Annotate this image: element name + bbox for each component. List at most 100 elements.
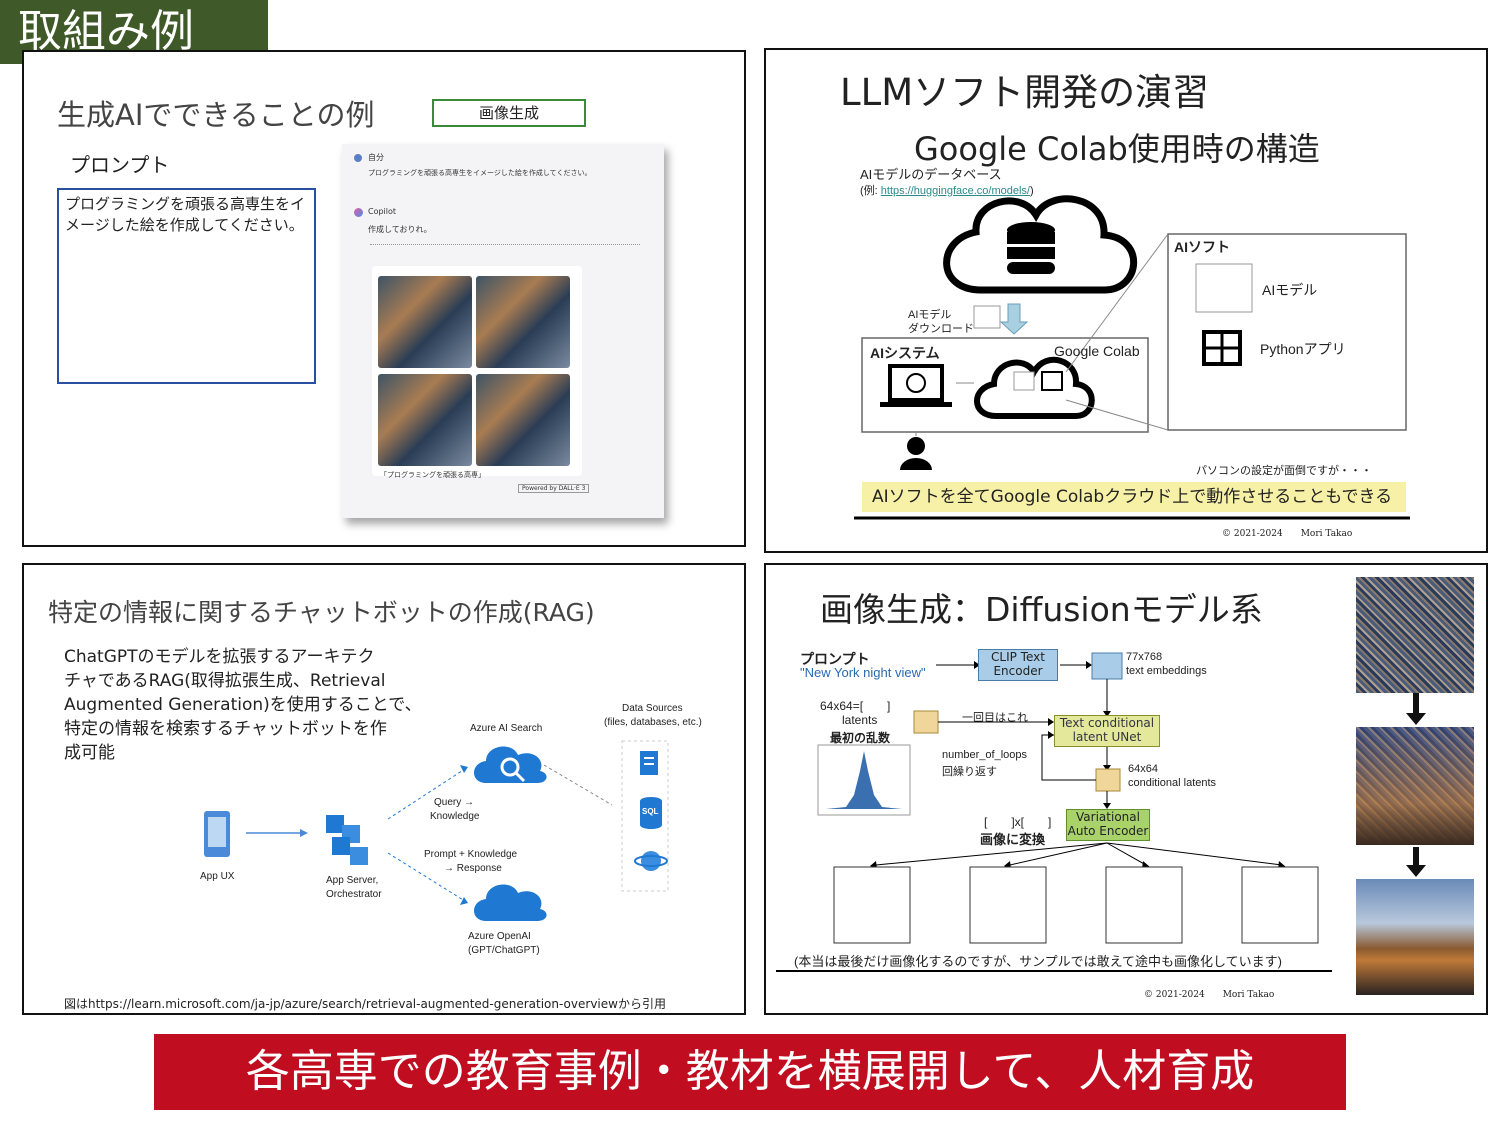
panel3-title: 特定の情報に関するチャットボットの作成(RAG)	[48, 598, 595, 627]
copilot-logo-icon	[354, 208, 363, 217]
vae-box: Variational Auto Encoder	[1066, 809, 1150, 841]
unet-label-2: latent UNet	[1072, 730, 1142, 744]
image-gen-badge: 画像生成	[432, 99, 586, 127]
cloud-database-icon	[943, 195, 1138, 294]
generated-image-4[interactable]	[476, 374, 570, 466]
panel2-subtitle: Google Colab使用時の構造	[914, 130, 1320, 168]
panel-diffusion: 画像生成：Diffusionモデル系	[764, 563, 1488, 1015]
diffusion-note: (本当は最後だけ画像化するのですが、サンプルでは敢えて途中も画像化しています)	[794, 954, 1282, 969]
laptop-icon	[880, 364, 952, 407]
footer-banner: 各高専での教育事例・教材を横展開して、人材育成	[154, 1034, 1346, 1110]
ai-system-label: AIシステム	[870, 345, 940, 361]
chat-bot-name: Copilot	[368, 207, 397, 216]
data-sources-label-2: (files, databases, etc.)	[604, 717, 702, 728]
query-label-2: Knowledge	[430, 811, 480, 822]
query-label-1: Query →	[434, 797, 475, 808]
sql-database-icon	[640, 797, 662, 829]
download-label-2: ダウンロード	[908, 323, 974, 335]
convert-label-2: 画像に変換	[980, 832, 1046, 847]
azure-search-label: Azure AI Search	[470, 723, 543, 734]
generated-image-3[interactable]	[378, 374, 472, 466]
noise-image-step-2	[1356, 727, 1474, 845]
panel-rag: 特定の情報に関するチャットボットの作成(RAG) ChatGPTのモデルを拡張す…	[22, 563, 746, 1015]
google-colab-label: Google Colab	[1054, 343, 1140, 359]
rag-line-2: チャであるRAG(取得拡張生成、Retrieval	[64, 671, 386, 691]
final-image-mountain	[1356, 879, 1474, 995]
rag-description: ChatGPTのモデルを拡張するアーキテク チャであるRAG(取得拡張生成、Re…	[64, 645, 422, 765]
embedding-label-1: 77x768	[1126, 651, 1163, 663]
panel2-title: LLMソフト開発の演習	[840, 71, 1210, 114]
cosmos-db-icon	[634, 851, 668, 871]
powered-by-dalle: Powered by DALL·E 3	[518, 484, 590, 493]
prompt-box: プログラミングを頑張る高専生をイメージした絵を作成してください。	[57, 188, 316, 384]
azure-openai-label-1: Azure OpenAI	[468, 931, 531, 942]
prompt-knowledge-1: Prompt + Knowledge	[424, 849, 518, 860]
panel4-copyright: © 2021-2024 Mori Takao	[1144, 990, 1275, 1000]
azure-openai-cloud-icon	[474, 884, 547, 921]
chat-user-message: プログラミングを頑張る高専生をイメージした絵を作成してください。	[368, 169, 592, 177]
clip-encoder-box: CLIP Text Encoder	[978, 649, 1058, 681]
vae-label-1: Variational	[1076, 810, 1140, 824]
generated-image-2[interactable]	[476, 276, 570, 368]
panel-generative-ai: 生成AIでできることの例 画像生成 プロンプト プログラミングを頑張る高専生をイ…	[22, 50, 746, 547]
generated-image-1[interactable]	[378, 276, 472, 368]
user-avatar-icon	[354, 154, 362, 162]
prompt-knowledge-2: → Response	[444, 863, 502, 874]
app-server-label-1: App Server,	[326, 875, 379, 886]
download-label-1: AIモデル	[908, 309, 952, 321]
calculator-icon	[1202, 330, 1242, 366]
loops-label-2: 回繰り返す	[942, 766, 997, 778]
ai-soft-label: AIソフト	[1174, 239, 1230, 255]
setup-note: パソコンの設定が面倒ですが・・・	[1196, 465, 1372, 477]
conditional-label-1: 64x64	[1128, 763, 1158, 775]
image-grid	[372, 266, 582, 476]
db-example: (例: https://huggingface.co/models/)	[860, 182, 1034, 198]
clip-label-1: CLIP Text	[991, 650, 1045, 664]
rag-line-5: 成可能	[64, 743, 115, 763]
unet-box: Text conditional latent UNet	[1054, 715, 1160, 747]
chat-user-name: 自分	[368, 153, 384, 162]
azure-search-cloud-icon	[474, 746, 547, 783]
latents-label-3: 最初の乱数	[830, 731, 891, 745]
rag-line-3: Augmented Generation)を使用することで、	[64, 695, 422, 715]
huggingface-link[interactable]: https://huggingface.co/models/	[880, 185, 1030, 197]
azure-openai-label-2: (GPT/ChatGPT)	[468, 945, 540, 956]
user-icon	[900, 437, 932, 470]
unet-label-1: Text conditional	[1059, 716, 1155, 730]
latents-label-1: 64x64=[ ]	[820, 699, 891, 713]
panel4-title: 画像生成：Diffusionモデル系	[820, 590, 1263, 629]
latents-label-2: latents	[842, 713, 878, 727]
first-pass-label: 一回目はこれ	[962, 712, 1028, 724]
ai-model-label: AIモデル	[1262, 282, 1318, 298]
loops-label-1: number_of_loops	[942, 749, 1028, 761]
noise-image-step-1	[1356, 577, 1474, 693]
convert-label-1: [ ]x[ ]	[984, 815, 1052, 829]
panel-llm-dev: LLMソフト開発の演習 Google Colab使用時の構造 AIモデルのデータ…	[764, 48, 1488, 553]
chat-image-caption: 「プログラミングを頑張る高専」	[380, 471, 485, 479]
db-example-suffix: )	[1030, 185, 1034, 197]
chat-toolbar	[370, 244, 640, 246]
phone-icon	[204, 811, 230, 857]
diffusion-pipeline-diagram	[776, 652, 1426, 972]
chat-bot-message: 作成しておりれ。	[368, 225, 432, 234]
colab-architecture-diagram	[854, 195, 1410, 520]
rag-line-1: ChatGPTのモデルを拡張するアーキテク	[64, 647, 375, 667]
clip-label-2: Encoder	[993, 664, 1043, 678]
server-cubes-icon	[326, 815, 368, 865]
colab-highlight: AIソフトを全てGoogle Colabクラウド上で動作させることもできる	[862, 482, 1406, 512]
python-app-label: Pythonアプリ	[1260, 341, 1346, 357]
panel1-title: 生成AIでできることの例	[57, 98, 375, 132]
conditional-label-2: conditional latents	[1128, 777, 1217, 789]
vae-label-2: Auto Encoder	[1067, 824, 1149, 838]
rag-architecture-diagram	[204, 740, 669, 921]
prompt-label: プロンプト	[70, 153, 170, 177]
db-label: AIモデルのデータベース	[860, 167, 1002, 182]
document-icon	[640, 751, 658, 775]
app-ux-label: App UX	[200, 871, 235, 882]
panel2-copyright: © 2021-2024 Mori Takao	[1222, 529, 1353, 539]
colab-cloud-icon	[974, 356, 1095, 419]
rag-line-4: 特定の情報を検索するチャットボットを作	[64, 719, 387, 739]
db-example-prefix: (例:	[860, 185, 881, 197]
diffusion-prompt-value: "New York night view"	[800, 665, 926, 680]
diffusion-prompt-label: プロンプト	[800, 651, 870, 667]
